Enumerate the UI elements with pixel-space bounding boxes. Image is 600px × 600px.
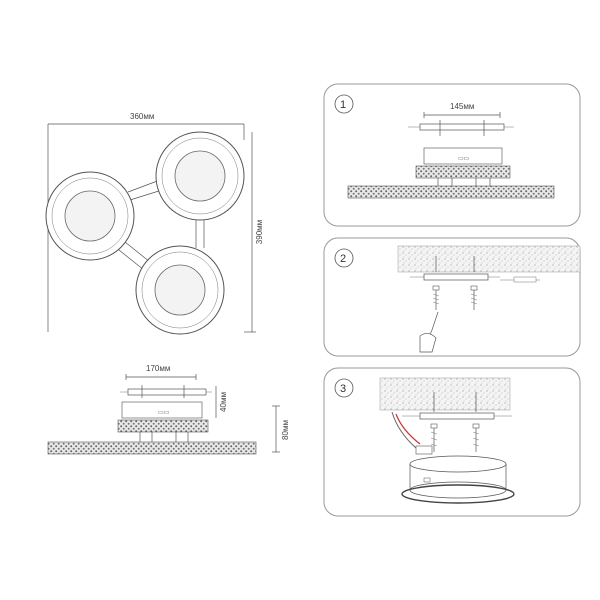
side-height-total-label: 80мм (281, 420, 290, 440)
step-2-number: 2 (340, 253, 346, 265)
crystal-band-small (117, 419, 209, 433)
hand-tool (419, 333, 437, 353)
side-height-top-label: 40мм (219, 392, 228, 412)
svg-text:▭▭: ▭▭ (158, 410, 170, 416)
fixture-base (401, 455, 515, 504)
screw-right (470, 285, 478, 310)
crystal-band-large (47, 441, 257, 455)
overview-height-label: 390мм (255, 220, 264, 244)
screw-right-3 (472, 423, 480, 452)
overview-width-label: 360мм (130, 112, 154, 121)
ring-bottom (135, 245, 225, 335)
step-3-number: 3 (340, 383, 346, 395)
side-view: 170мм ▭▭ 40мм 80мм (47, 364, 290, 455)
step-1-badge (334, 94, 354, 114)
screw-left-3 (430, 423, 438, 452)
top-view: 360мм 390мм (45, 112, 264, 335)
step-2-panel: 2 (323, 237, 581, 357)
step-3-panel: 3 (323, 367, 581, 517)
red-wire (395, 413, 421, 445)
step-1-number: 1 (340, 99, 346, 111)
side-width-label: 170мм (146, 364, 170, 373)
step-2-badge (334, 248, 354, 268)
svg-text:▭▭: ▭▭ (458, 156, 470, 162)
mounting-bar (419, 123, 505, 131)
ring-top (155, 131, 245, 221)
step-1-dimension-label: 145мм (450, 102, 474, 111)
ring-left (45, 171, 135, 261)
step-3-badge (334, 378, 354, 398)
screw-left (432, 285, 440, 310)
ceiling-surface (397, 245, 581, 273)
step-1-panel: 1 145мм ▭▭ (323, 83, 581, 227)
terminal-block (415, 445, 433, 455)
